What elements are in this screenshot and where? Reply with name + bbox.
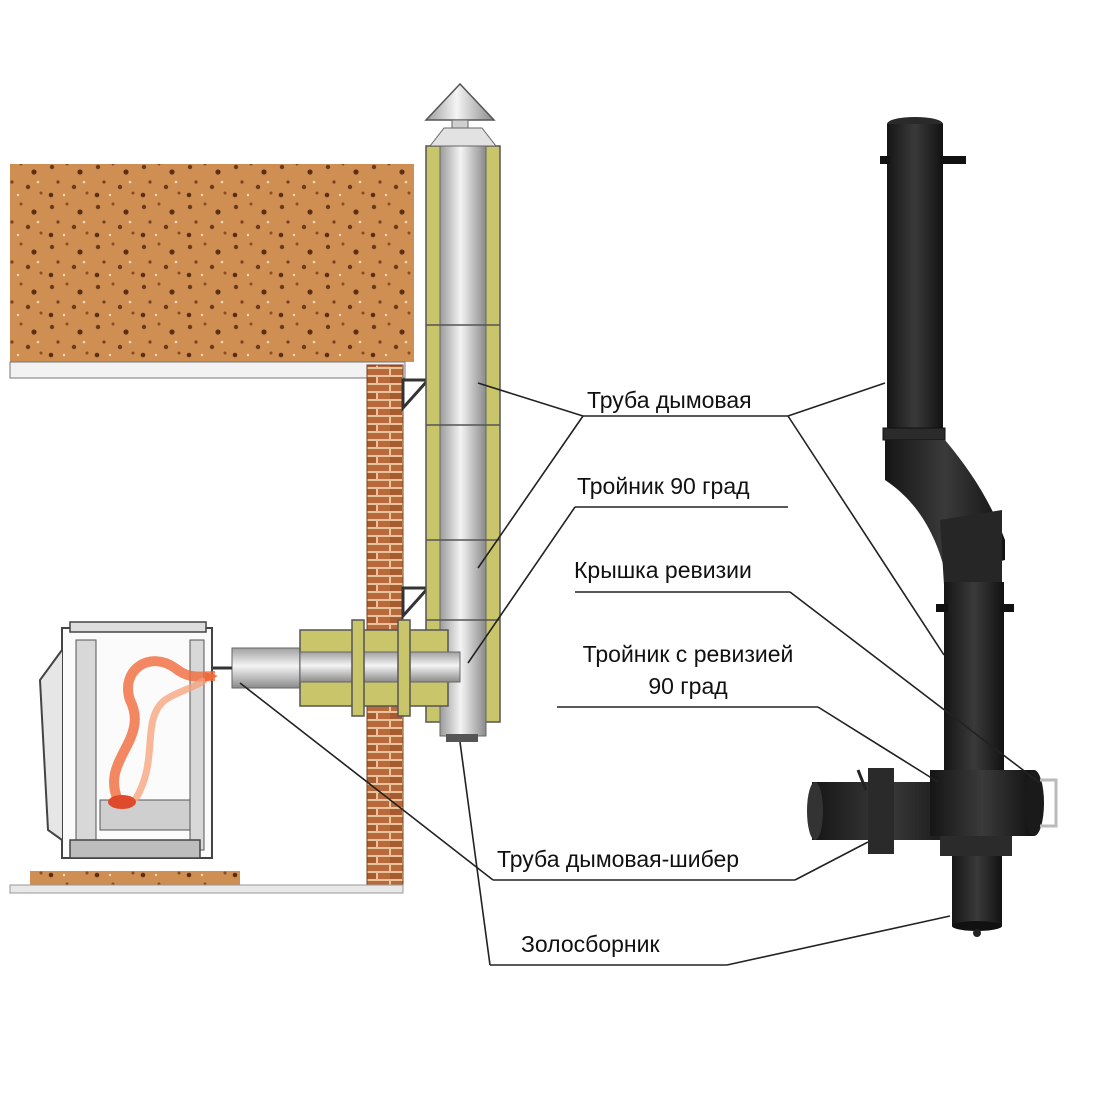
wall-brackets xyxy=(401,378,432,620)
chimney-cap xyxy=(424,82,498,147)
ceiling-slab xyxy=(9,164,414,379)
black-tee xyxy=(807,768,1058,854)
label-truba-shiber: Труба дымовая-шибер xyxy=(497,846,739,872)
label-kryshka-revizii: Крышка ревизии xyxy=(574,557,752,583)
label-truba-dymovaya: Труба дымовая xyxy=(587,387,752,413)
label-troynik-revizia-line1: Тройник с ревизией xyxy=(583,641,794,667)
horizontal-flue xyxy=(212,619,461,717)
floor xyxy=(9,871,404,894)
sauna-stove xyxy=(38,621,218,859)
black-ash-collector xyxy=(940,836,1012,937)
leader-lines xyxy=(239,382,1041,966)
label-zolosbornik: Золосборник xyxy=(521,931,660,957)
label-troynik-90: Тройник 90 град xyxy=(577,473,750,499)
black-chimney-assembly xyxy=(880,117,1014,782)
label-troynik-revizia-line2: 90 град xyxy=(648,673,728,699)
